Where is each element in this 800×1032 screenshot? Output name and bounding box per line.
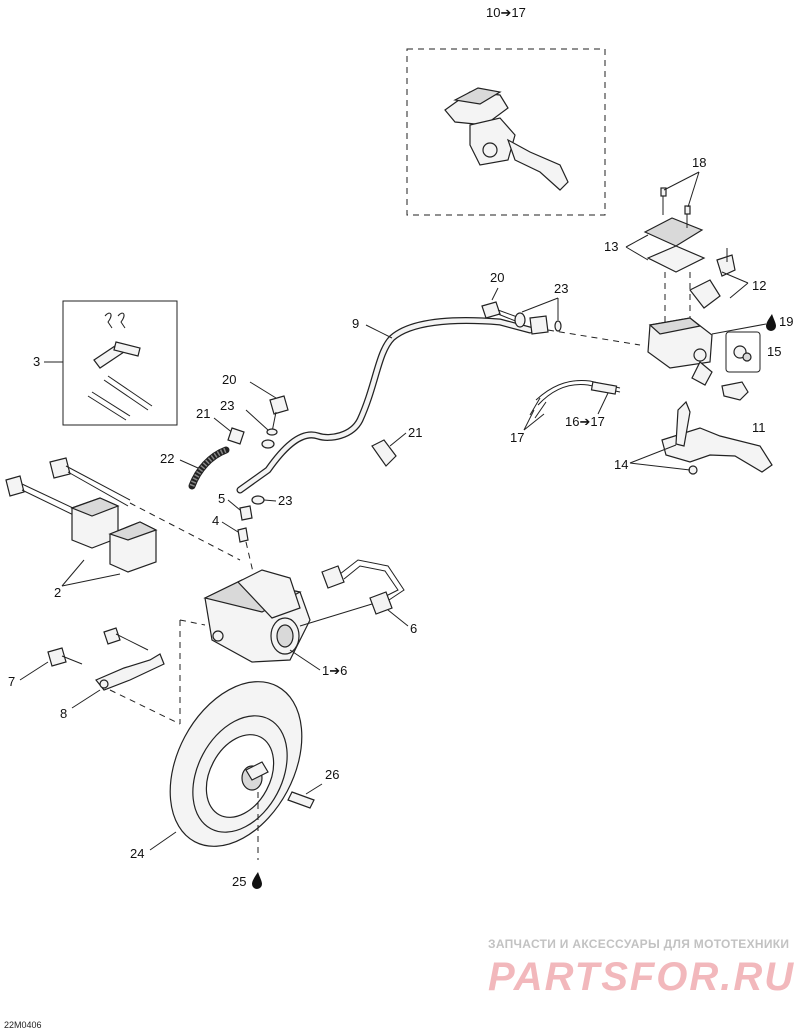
brake-lever-11 <box>661 400 773 475</box>
figure-code: 22M0406 <box>4 1020 42 1030</box>
label-23-top: 23 <box>554 281 568 296</box>
master-cylinder-body <box>647 317 713 386</box>
label-3: 3 <box>33 354 40 369</box>
bleeder-4 <box>237 527 249 543</box>
label-12: 12 <box>752 278 766 293</box>
brake-hose-9 <box>236 317 534 494</box>
label-19: 19 <box>779 314 793 329</box>
label-20-top: 20 <box>490 270 504 285</box>
clamp-12 <box>689 248 736 309</box>
crossover-tube-6 <box>321 559 405 615</box>
inset-box <box>406 48 606 216</box>
fitting-5 <box>239 505 253 521</box>
inset-master-cylinder <box>444 87 569 191</box>
label-9: 9 <box>352 316 359 331</box>
caliper-bolts <box>5 457 131 523</box>
label-21-left: 21 <box>196 406 210 421</box>
sleeve-22 <box>188 446 230 490</box>
banjo-bolt-20-top <box>481 301 562 335</box>
label-13: 13 <box>604 239 618 254</box>
oil-drop-icon <box>766 314 776 331</box>
label-1: 1➔6 <box>322 663 347 678</box>
caliper-1 <box>203 569 311 663</box>
washer-23-lower <box>251 495 265 505</box>
label-5: 5 <box>218 491 225 506</box>
label-19-group: 19 <box>711 314 793 335</box>
label-21-right: 21 <box>408 425 422 440</box>
label-2: 2 <box>54 585 61 600</box>
label-26: 26 <box>325 767 339 782</box>
watermark-tagline: ЗАПЧАСТИ И АКСЕССУАРЫ ДЛЯ МОТОТЕХНИКИ <box>488 937 789 951</box>
plug-cap <box>721 381 749 401</box>
label-16: 16➔17 <box>565 414 605 429</box>
label-6: 6 <box>410 621 417 636</box>
label-top-ref: 10➔17 <box>486 5 526 20</box>
pad-kit-box <box>62 300 178 426</box>
label-24: 24 <box>130 846 144 861</box>
label-17: 17 <box>510 430 524 445</box>
label-22: 22 <box>160 451 174 466</box>
brake-disc-24 <box>169 681 303 847</box>
label-11: 11 <box>752 420 766 435</box>
master-cylinder-cap <box>643 187 706 273</box>
label-23-lower: 23 <box>278 493 292 508</box>
label-20-lower: 20 <box>222 372 236 387</box>
brake-pads-2 <box>70 497 158 573</box>
clip-21-left <box>227 427 245 445</box>
label-7: 7 <box>8 674 15 689</box>
sight-glass-15 <box>725 331 761 373</box>
banjo-bolt-20-lower <box>261 395 289 449</box>
brake-switch-16 <box>529 379 621 419</box>
key-26 <box>287 791 315 809</box>
label-14: 14 <box>614 457 628 472</box>
label-23-mid: 23 <box>220 398 234 413</box>
label-8: 8 <box>60 706 67 721</box>
oil-drop-icon <box>252 872 262 889</box>
pad-kit-parts <box>87 312 153 421</box>
label-25: 25 <box>232 874 246 889</box>
clip-21-right <box>371 439 397 467</box>
label-4: 4 <box>212 513 219 528</box>
bolt-7-bracket-8 <box>47 627 165 691</box>
label-15: 15 <box>767 344 781 359</box>
label-18: 18 <box>692 155 706 170</box>
label-25-group: 25 <box>232 872 262 889</box>
watermark-logo: PARTSFOR.RU <box>488 955 795 999</box>
